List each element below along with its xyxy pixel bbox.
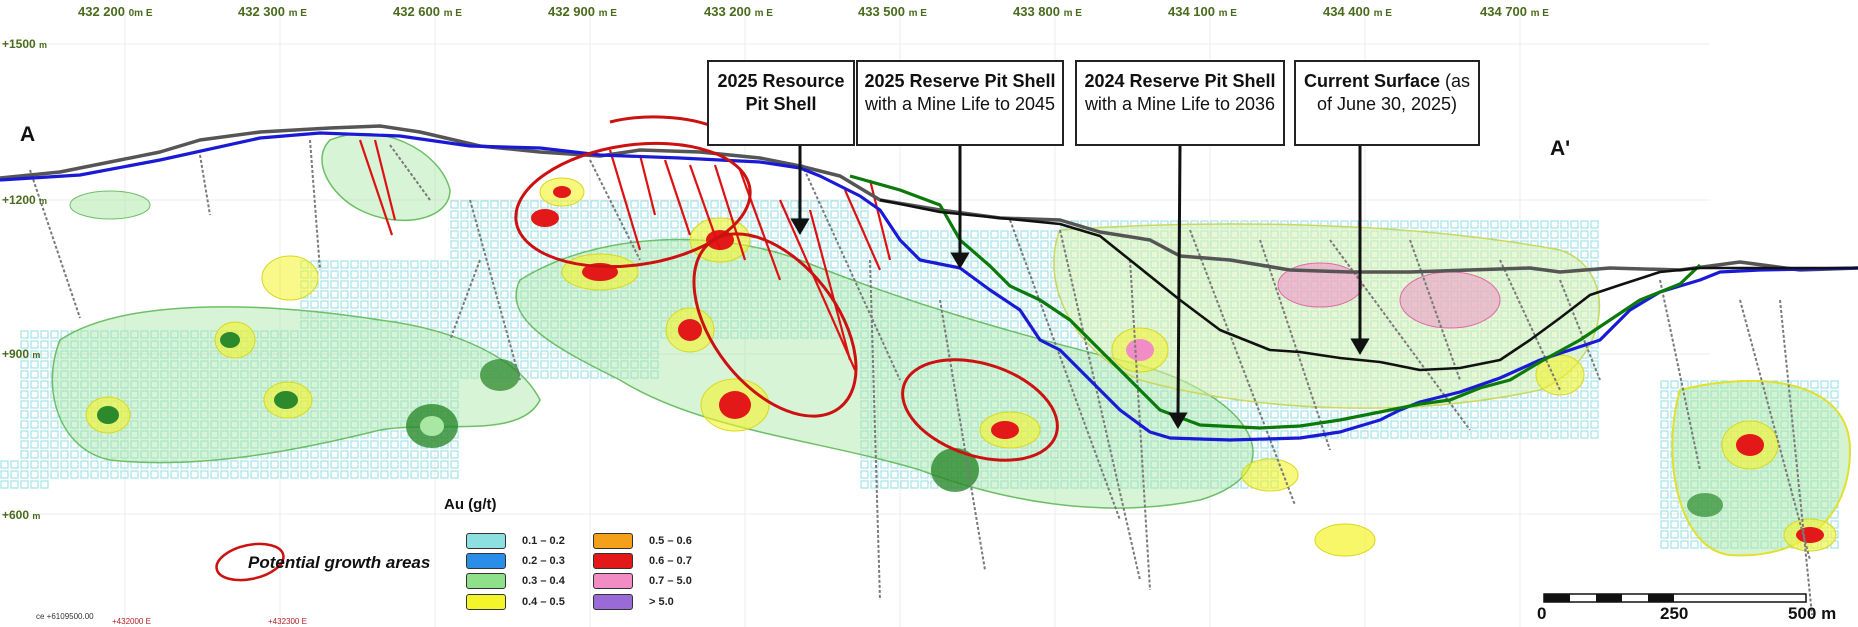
easting-label: 434 100 m E <box>1168 4 1237 19</box>
legend-item: 0.6 – 0.7 <box>593 553 692 571</box>
elevation-label: +600 m <box>2 508 41 522</box>
current-surface-line <box>879 198 1858 372</box>
scale-bar <box>1543 593 1807 603</box>
elevation-label: +900 m <box>2 347 41 361</box>
callout-current-surface: Current Surface (as of June 30, 2025) <box>1294 60 1480 146</box>
easting-small-label: +432300 E <box>268 617 307 626</box>
growth-area-central <box>692 232 858 418</box>
easting-label: 433 800 m E <box>1013 4 1082 19</box>
easting-label: 432 900 m E <box>548 4 617 19</box>
callout-reserve-pit-2024: 2024 Reserve Pit Shell with a Mine Life … <box>1075 60 1285 146</box>
legend-item: 0.1 – 0.2 <box>466 533 565 551</box>
easting-label: 433 200 m E <box>704 4 773 19</box>
legend-item: 0.2 – 0.3 <box>466 553 565 571</box>
elevation-label: +1200 m <box>2 193 48 207</box>
section-label-right: A' <box>1550 137 1571 160</box>
reserve-pit-shell-2025 <box>0 131 1858 442</box>
legend-swatch <box>466 573 506 589</box>
reserve-pit-shell-2024 <box>849 174 1702 430</box>
growth-area-south <box>901 358 1059 462</box>
potential-growth-areas <box>215 115 1059 582</box>
legend-swatch <box>466 553 506 569</box>
legend-item: 0.5 – 0.6 <box>593 533 692 551</box>
legend-swatch <box>593 553 633 569</box>
easting-label: 432 600 m E <box>393 4 462 19</box>
northing-label: ce +6109500.00 <box>36 612 94 621</box>
elevation-label: +1500 m <box>2 37 48 51</box>
growth-area-tail <box>609 115 721 132</box>
legend-swatch <box>593 594 633 610</box>
legend-item: 0.4 – 0.5 <box>466 594 565 612</box>
easting-label: 434 400 m E <box>1323 4 1392 19</box>
easting-label: 434 700 m E <box>1480 4 1549 19</box>
drill-holes <box>29 139 1813 616</box>
grade-shells <box>51 132 1852 557</box>
callout-resource-pit-2025: 2025 Resource Pit Shell <box>707 60 855 146</box>
scale-label-mid: 250 <box>1660 604 1689 623</box>
scale-label-end: 500 m <box>1788 604 1837 623</box>
growth-areas-label: Potential growth areas <box>248 553 431 572</box>
scale-label-start: 0 <box>1537 604 1547 623</box>
legend-item: 0.3 – 0.4 <box>466 573 565 591</box>
legend-swatch <box>466 594 506 610</box>
legend-swatch <box>593 573 633 589</box>
legend-item: > 5.0 <box>593 594 674 612</box>
section-label-left: A <box>20 123 36 146</box>
legend-swatch <box>593 533 633 549</box>
callout-arrows <box>790 145 1370 429</box>
legend-growth-ellipse <box>215 542 285 582</box>
legend-swatch <box>466 533 506 549</box>
legend-title: Au (g/t) <box>444 496 497 513</box>
easting-label: 433 500 m E <box>858 4 927 19</box>
legend-item: 0.7 – 5.0 <box>593 573 692 591</box>
growth-area-north <box>514 141 752 269</box>
red-drill-traces <box>358 139 892 371</box>
easting-label: 432 300 m E <box>238 4 307 19</box>
easting-label: 432 200 0m E <box>78 4 153 19</box>
callout-reserve-pit-2025: 2025 Reserve Pit Shell with a Mine Life … <box>856 60 1064 146</box>
easting-small-label: +432000 E <box>112 617 151 626</box>
low-grade-shell-north <box>321 132 451 222</box>
